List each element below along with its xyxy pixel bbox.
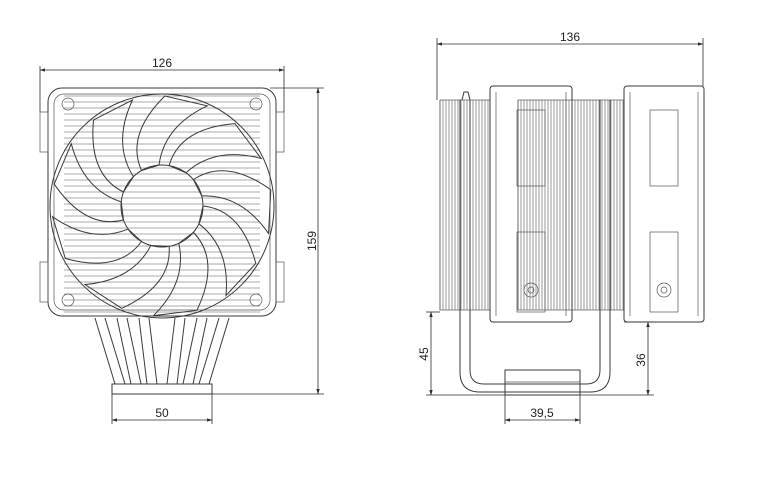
fan-clip-left-top (39, 111, 49, 153)
mount-hole-br (249, 293, 263, 307)
side-dimensions: 136 45 36 39,5 (417, 30, 704, 424)
side-heatpipe-outer (459, 100, 611, 393)
front-dimensions: 126 159 50 (39, 56, 324, 424)
front-heatpipe (166, 317, 186, 385)
side-fan-screw-core (660, 286, 668, 294)
front-base-plate (111, 383, 213, 395)
fan-clip-right-top (275, 111, 285, 153)
fan-clip-right-bottom (275, 261, 285, 303)
mount-hole-tr (249, 97, 263, 111)
front-heatpipe (198, 317, 230, 385)
side-fan-column-bottom (516, 231, 546, 313)
fan-blade (53, 142, 125, 223)
dim-base-width: 50 (155, 406, 169, 420)
dim-side-clearance: 45 (417, 347, 431, 361)
side-heatsink-fins (439, 99, 625, 311)
fan-blade (51, 215, 143, 264)
dim-front-height: 159 (305, 231, 319, 251)
fan-blade (192, 170, 272, 235)
side-base-block (504, 369, 581, 396)
side-heatpipe-tip (461, 91, 471, 101)
fan-clip-left-bottom (39, 261, 49, 303)
front-heatpipe (182, 317, 208, 385)
side-fin-stack (439, 99, 491, 311)
front-heatpipe (116, 317, 142, 385)
dim-side-offset: 36 (634, 353, 648, 367)
dim-front-width: 126 (152, 56, 172, 70)
dim-side-base: 39,5 (530, 406, 554, 420)
fan-opening (49, 93, 275, 319)
fan-blade (83, 244, 170, 309)
side-fan-screw (656, 282, 672, 298)
fan-frame (47, 87, 277, 317)
fan-blade (152, 231, 209, 317)
fan-blade (168, 123, 263, 174)
side-fan-left (489, 85, 573, 323)
dim-side-width: 136 (560, 30, 580, 44)
side-fan-column-bottom (649, 231, 679, 313)
fan-blade (136, 95, 210, 172)
front-heatpipe (138, 317, 158, 385)
side-fan-screw (523, 282, 539, 298)
mount-hole-tl (61, 97, 75, 111)
side-view (439, 85, 705, 396)
fan-hub (120, 164, 204, 248)
fan-blade (198, 205, 257, 297)
front-heatpipes (94, 317, 230, 385)
side-fan-screw-core (527, 286, 535, 294)
side-fan-details (495, 92, 699, 316)
front-view (39, 87, 285, 395)
front-heatpipe (94, 317, 126, 385)
mount-hole-bl (61, 293, 75, 307)
side-heatpipe-inner (469, 100, 601, 385)
fan-blades (51, 95, 272, 317)
side-fan-column-top (649, 109, 679, 187)
side-fan-right (623, 85, 705, 323)
fan-blade (92, 98, 135, 193)
side-fan-column-top (516, 109, 546, 187)
